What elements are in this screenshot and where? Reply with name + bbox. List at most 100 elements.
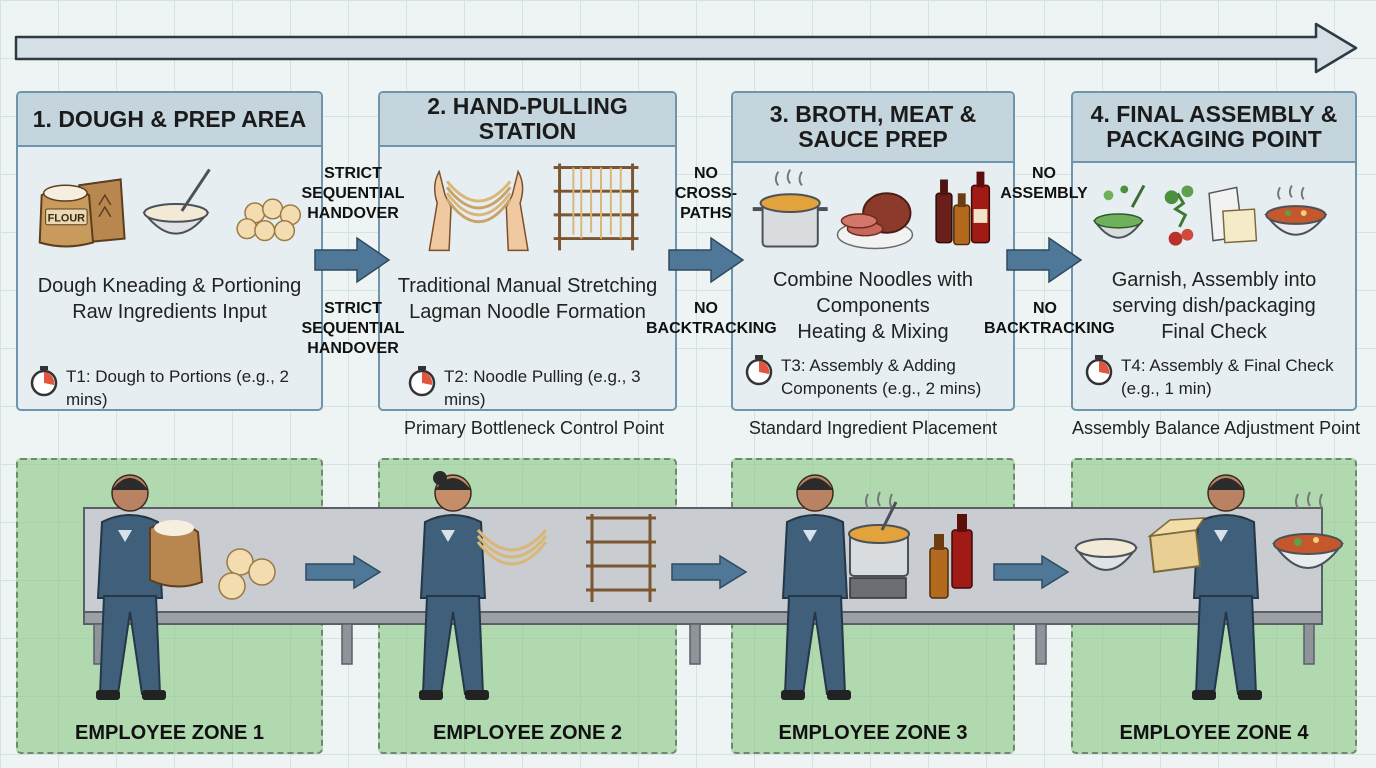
station-icons-2 xyxy=(428,163,639,252)
dough-balls-item xyxy=(218,548,276,600)
station-card-4: 4. FINAL ASSEMBLY & PACKAGING POINT Garn… xyxy=(1071,91,1357,411)
label-line: BACKTRACKING xyxy=(646,320,777,337)
zone-label-1: EMPLOYEE ZONE 1 xyxy=(75,722,264,744)
drying-rack-item xyxy=(586,514,656,602)
zone-label-3: EMPLOYEE ZONE 3 xyxy=(778,722,968,744)
flour-sack-icon: FLOUR xyxy=(38,178,126,248)
handover-3-bottom-label: NO BACKTRACKING xyxy=(984,299,1115,339)
zone-label-2: EMPLOYEE ZONE 2 xyxy=(433,722,622,744)
handover-1-bottom-label: STRICT SEQUENTIAL HANDOVER xyxy=(301,299,405,359)
title-line: PACKAGING POINT xyxy=(1106,126,1322,152)
label-line: HANDOVER xyxy=(307,340,399,357)
station-description-2: Traditional Manual Stretching Lagman Noo… xyxy=(380,273,675,325)
label-line: NO xyxy=(694,300,718,317)
noodle-bowl-item-left xyxy=(1074,538,1138,571)
broth-pot-icon xyxy=(752,169,828,248)
label-line: STRICT xyxy=(324,300,382,317)
salad-bowl-icon xyxy=(1092,184,1146,239)
stopwatch-icon xyxy=(745,355,773,386)
time-line: T2: Noodle Pulling (e.g., 3 mins) xyxy=(444,367,641,409)
station-time-1: T1: Dough to Portions (e.g., 2 mins) xyxy=(66,365,313,409)
flour-label: FLOUR xyxy=(48,212,86,224)
station-card-2: 2. HAND-PULLING STATION Traditional Manu… xyxy=(378,91,677,411)
station-time-3: T3: Assembly & Adding Components (e.g., … xyxy=(781,354,981,400)
time-line: T4: Assembly & Final Check xyxy=(1121,356,1334,375)
label-line: HANDOVER xyxy=(307,205,399,222)
counter-arrow-2 xyxy=(671,554,748,590)
handover-2-bottom-label: NO BACKTRACKING xyxy=(646,299,777,339)
time-line: T1: Dough to Portions (e.g., 2 mins) xyxy=(66,367,290,409)
label-line: PATHS xyxy=(680,205,732,222)
description-line: serving dish/packaging xyxy=(1112,295,1316,317)
flour-bag-item xyxy=(149,520,204,588)
time-line: Components (e.g., 2 mins) xyxy=(781,379,982,398)
stove-pot-item xyxy=(848,491,910,599)
description-line: Final Check xyxy=(1161,321,1267,343)
time-line: (e.g., 1 min) xyxy=(1121,379,1212,398)
handover-arrow-3 xyxy=(1006,236,1083,284)
label-line: NO xyxy=(1032,165,1056,182)
description-line: Lagman Noodle Formation xyxy=(409,301,646,323)
station-title-2: 2. HAND-PULLING STATION xyxy=(380,93,675,147)
station-icons-1: FLOUR xyxy=(38,168,302,248)
handover-3-top-label: NO ASSEMBLY xyxy=(996,164,1092,204)
description-line: Combine Noodles with xyxy=(772,269,974,291)
description-line: Garnish, Assembly into xyxy=(1111,269,1317,291)
label-line: NO xyxy=(694,165,718,182)
station-description-3: Combine Noodles with Components Heating … xyxy=(733,267,1013,345)
station-title-1: 1. DOUGH & PREP AREA xyxy=(18,93,321,147)
hands-pulling-noodles-icon xyxy=(428,169,529,252)
takeout-box-item xyxy=(1147,517,1206,574)
sliced-meat-icon xyxy=(836,192,914,250)
zone-label-4: EMPLOYEE ZONE 4 xyxy=(1119,722,1309,744)
label-line: BACKTRACKING xyxy=(984,320,1115,337)
counter-arrow-1 xyxy=(305,554,382,590)
packaging-box-icon xyxy=(1208,186,1258,244)
station-description-1: Dough Kneading & Portioning Raw Ingredie… xyxy=(18,273,321,325)
noodle-bowl-icon xyxy=(1264,184,1328,236)
handover-arrow-1 xyxy=(314,236,391,284)
station-caption-4: Assembly Balance Adjustment Point xyxy=(1072,418,1361,438)
worker-zone-3 xyxy=(781,474,851,700)
stopwatch-icon xyxy=(30,366,58,397)
worker-zone-1 xyxy=(96,474,166,700)
station-title-4: 4. FINAL ASSEMBLY & PACKAGING POINT xyxy=(1073,93,1355,163)
sauce-bottles-icon xyxy=(935,171,991,246)
station-time-2: T2: Noodle Pulling (e.g., 3 mins) xyxy=(444,365,667,409)
handover-arrow-2 xyxy=(668,236,745,284)
description-line: Components xyxy=(816,295,930,317)
station-title-3: 3. BROTH, MEAT & SAUCE PREP xyxy=(733,93,1013,163)
stopwatch-icon xyxy=(408,366,436,397)
time-line: T3: Assembly & Adding xyxy=(781,356,956,375)
sauce-bottles-item xyxy=(929,514,973,599)
station-card-3: 3. BROTH, MEAT & SAUCE PREP Com xyxy=(731,91,1015,411)
station-caption-3: Standard Ingredient Placement xyxy=(748,418,998,438)
station-icons-3 xyxy=(752,169,991,250)
herbs-icon xyxy=(1164,185,1194,246)
description-line: Heating & Mixing xyxy=(797,321,949,343)
noodle-bowl-item-right xyxy=(1272,491,1344,569)
label-line: ASSEMBLY xyxy=(1000,185,1088,202)
stopwatch-icon xyxy=(1085,355,1113,386)
station-description-4: Garnish, Assembly into serving dish/pack… xyxy=(1073,267,1355,345)
worker-zone-2 xyxy=(419,471,489,700)
counter-flow-arrows xyxy=(305,554,1070,590)
description-line: Raw Ingredients Input xyxy=(72,301,267,323)
dough-balls-icon xyxy=(236,198,302,242)
handover-1-top-label: STRICT SEQUENTIAL HANDOVER xyxy=(301,164,405,224)
label-line: STRICT xyxy=(324,165,382,182)
noodle-drying-rack-icon xyxy=(553,163,639,251)
label-line: SEQUENTIAL xyxy=(301,320,405,337)
overall-flow-arrow xyxy=(14,22,1358,74)
label-line: CROSS- xyxy=(674,185,738,202)
station-time-4: T4: Assembly & Final Check (e.g., 1 min) xyxy=(1121,354,1334,400)
station-icons-4 xyxy=(1092,184,1328,246)
counter-arrow-3 xyxy=(993,554,1070,590)
description-line: Traditional Manual Stretching xyxy=(397,275,658,297)
noodle-strands-item xyxy=(476,529,548,566)
handover-2-top-label: NO CROSS- PATHS xyxy=(664,164,748,224)
station-card-1: 1. DOUGH & PREP AREA FLOUR Dough Kneadin… xyxy=(16,91,323,411)
label-line: NO xyxy=(1033,300,1057,317)
mixing-bowl-icon xyxy=(142,168,211,235)
label-line: SEQUENTIAL xyxy=(301,185,405,202)
